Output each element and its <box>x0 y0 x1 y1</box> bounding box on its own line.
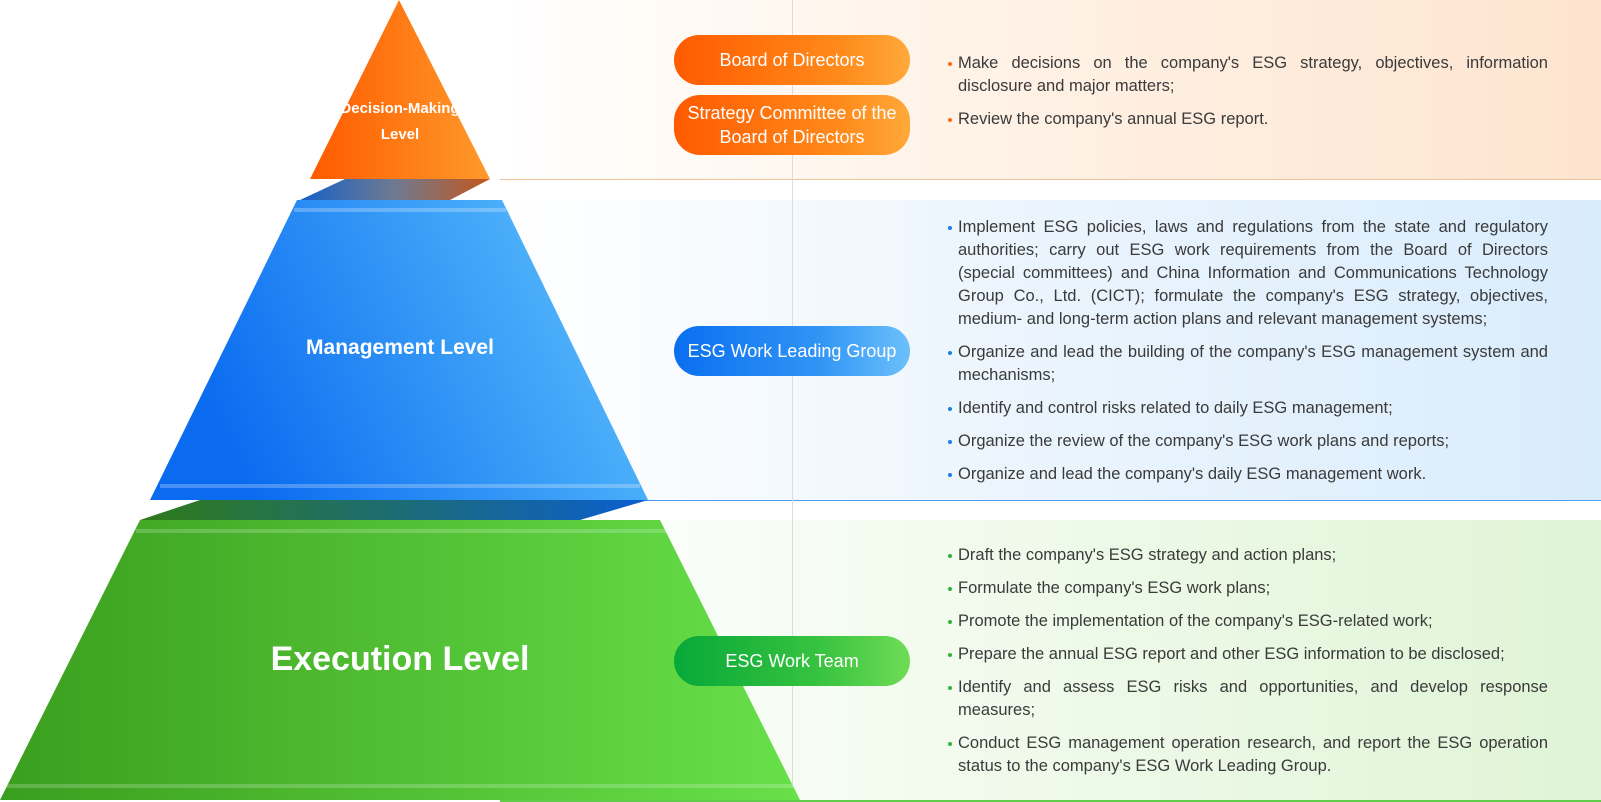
list-item: Draft the company's ESG strategy and act… <box>948 544 1548 567</box>
decision-level-band <box>500 0 1601 180</box>
decision-level-joint <box>300 179 490 200</box>
strategy-committee-badge: Strategy Committee of the Board of Direc… <box>674 95 910 155</box>
list-item: Organize and lead the company's daily ES… <box>948 463 1548 486</box>
list-item: Promote the implementation of the compan… <box>948 610 1548 633</box>
list-item: Organize and lead the building of the co… <box>948 341 1548 387</box>
decision-level-triangle <box>310 0 490 179</box>
execution-level-label: Execution Level <box>270 640 530 678</box>
list-item: Implement ESG policies, laws and regulat… <box>948 216 1548 331</box>
list-item: Make decisions on the company's ESG stra… <box>948 52 1548 98</box>
management-level-trapezoid <box>150 200 648 500</box>
esg-work-team-badge: ESG Work Team <box>674 636 910 686</box>
connector-line <box>792 0 793 800</box>
list-item: Organize the review of the company's ESG… <box>948 430 1548 453</box>
execution-level-trapezoid <box>0 520 800 800</box>
decision-level-label: Decision-Making Level <box>340 100 460 143</box>
management-level-label: Management Level <box>306 336 494 359</box>
list-item: Identify and control risks related to da… <box>948 397 1548 420</box>
decision-level-duties: Make decisions on the company's ESG stra… <box>948 52 1548 141</box>
management-level-duties: Implement ESG policies, laws and regulat… <box>948 216 1548 496</box>
list-item: Identify and assess ESG risks and opport… <box>948 676 1548 722</box>
board-of-directors-badge: Board of Directors <box>674 35 910 85</box>
execution-level-duties: Draft the company's ESG strategy and act… <box>948 544 1548 788</box>
list-item: Formulate the company's ESG work plans; <box>948 577 1548 600</box>
list-item: Conduct ESG management operation researc… <box>948 732 1548 778</box>
management-level-joint <box>140 500 648 520</box>
esg-work-leading-group-badge: ESG Work Leading Group <box>674 326 910 376</box>
list-item: Review the company's annual ESG report. <box>948 108 1548 131</box>
list-item: Prepare the annual ESG report and other … <box>948 643 1548 666</box>
